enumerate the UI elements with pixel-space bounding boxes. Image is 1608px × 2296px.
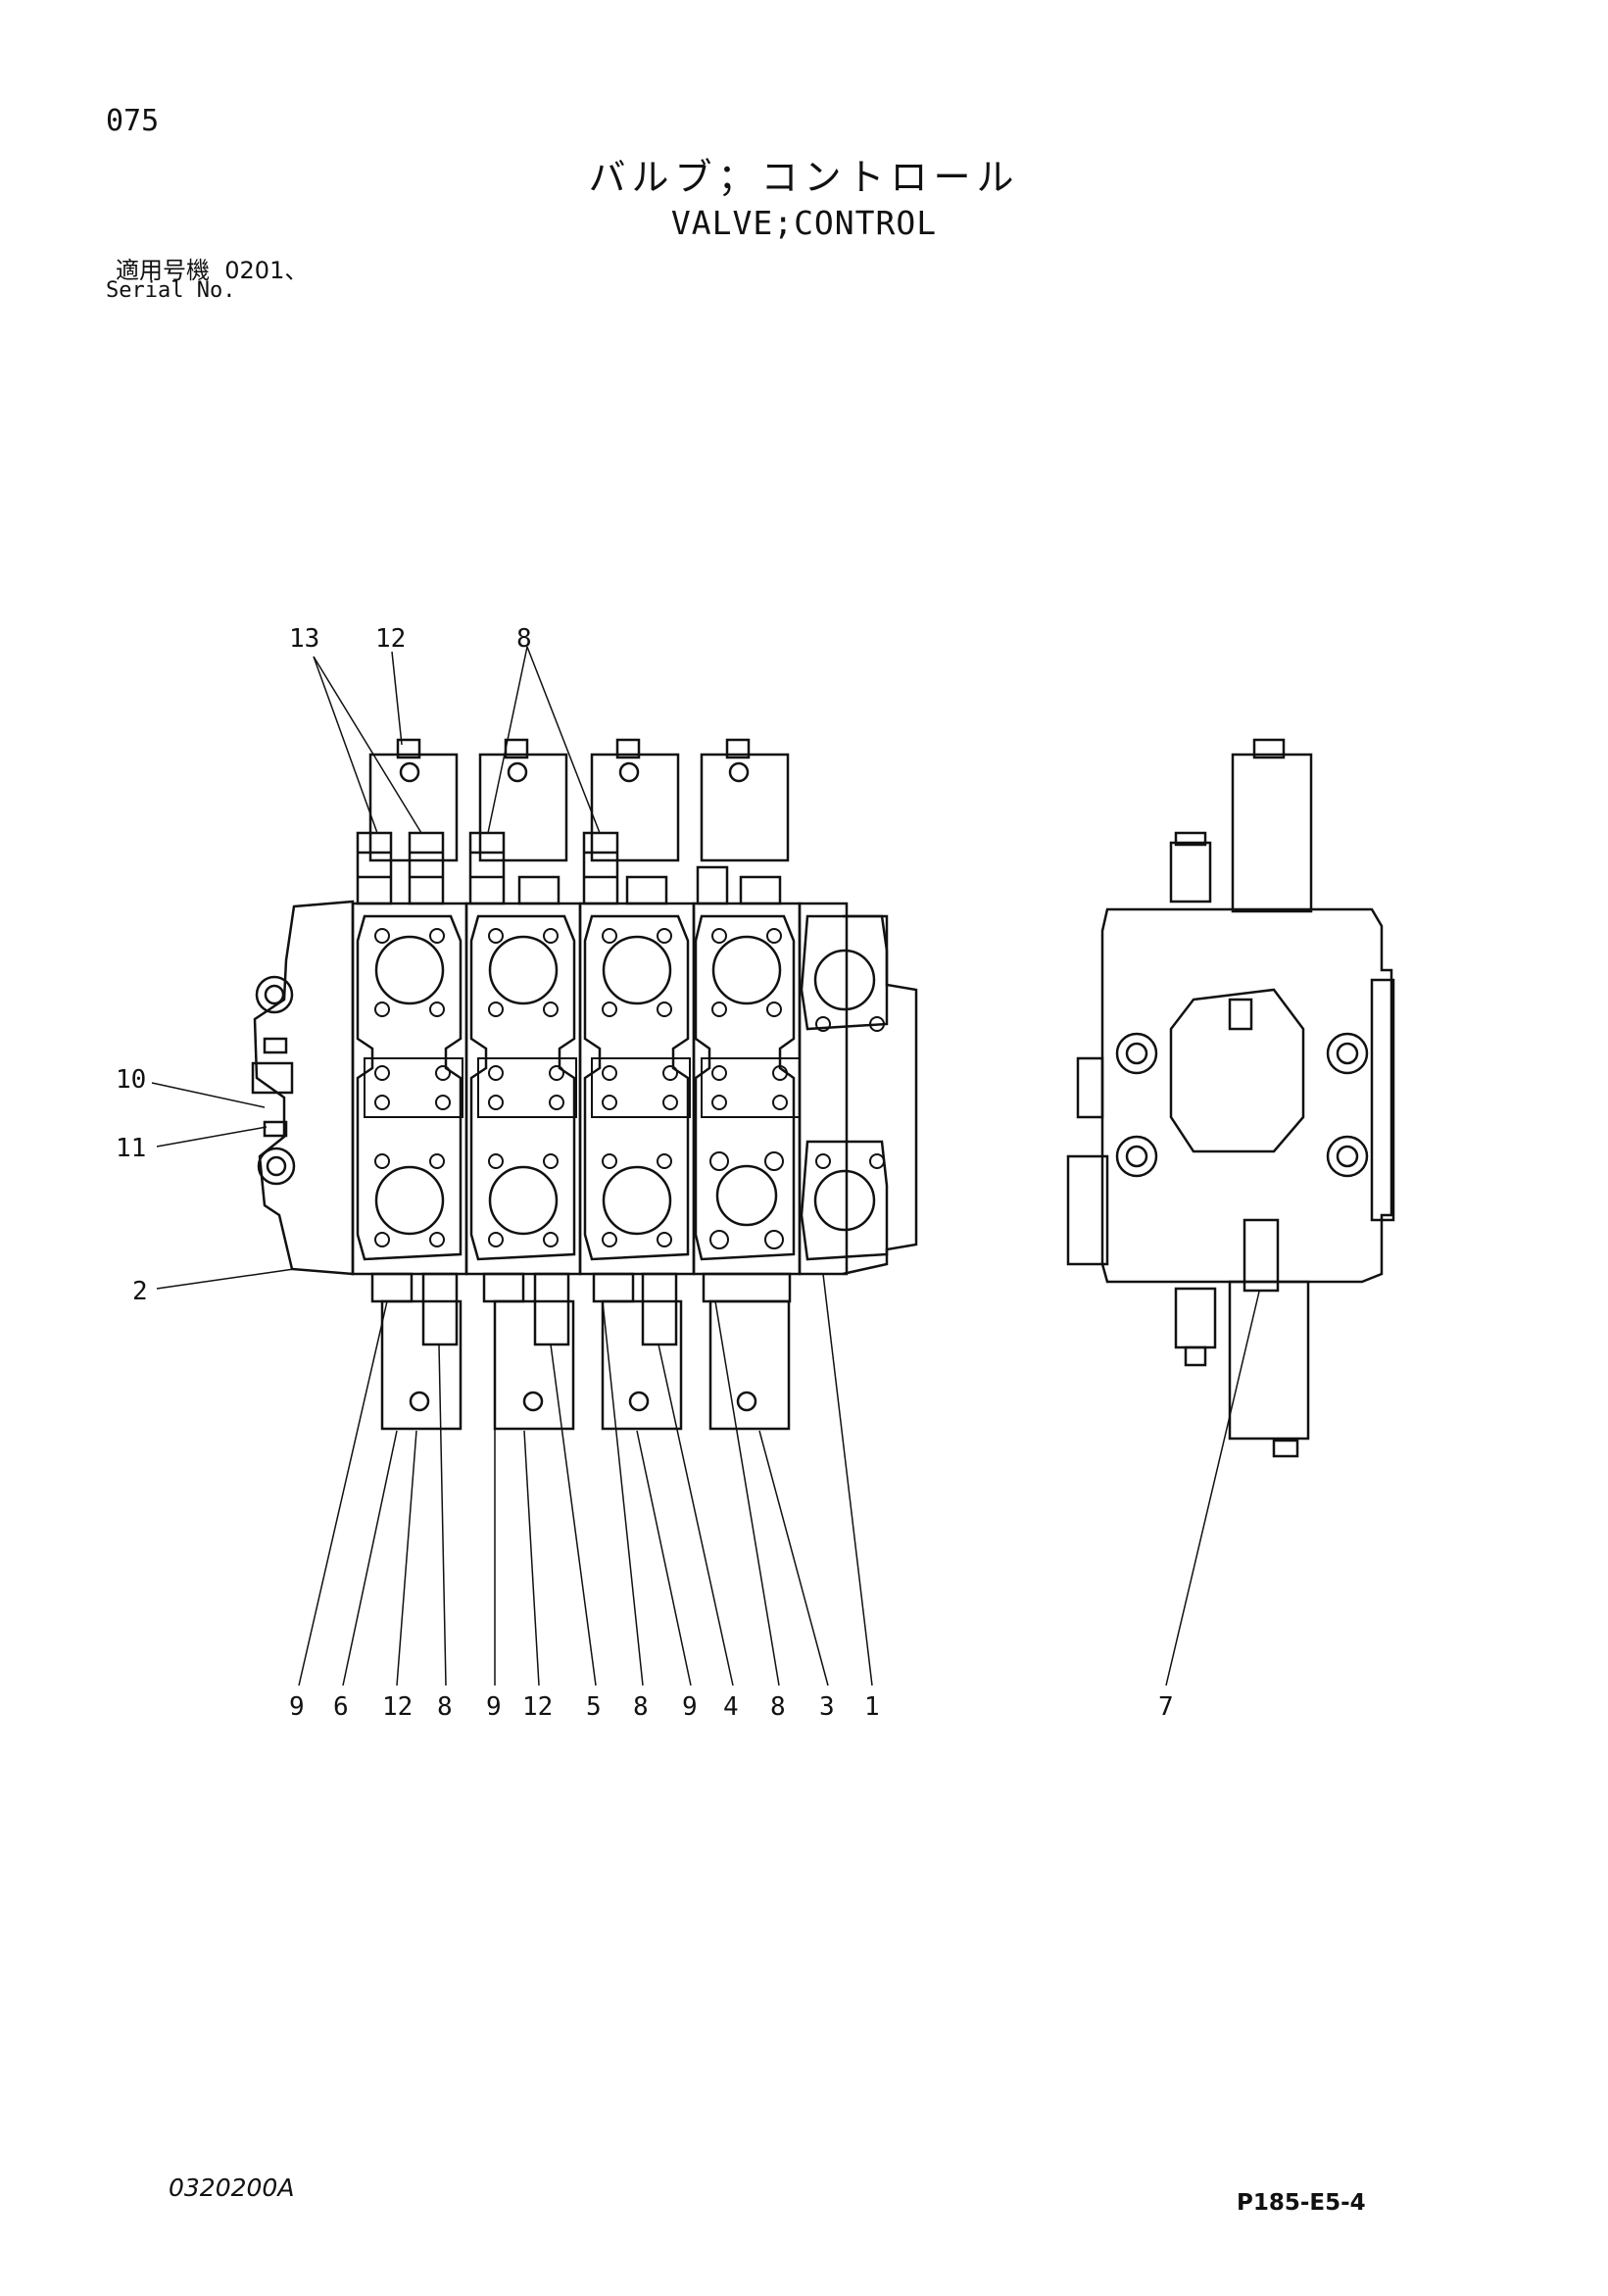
callout-bottom-2: 6: [333, 1692, 349, 1722]
callout-side-1: 7: [1158, 1692, 1174, 1722]
callout-numbers: 13 12 8 10 11 2 9 6 12 8 9 12 5 8 9 4 8 …: [116, 624, 1174, 1722]
callout-bottom-10: 4: [723, 1692, 739, 1722]
callout-bottom-8: 8: [633, 1692, 649, 1722]
page-title-japanese: バルブ；コントロール: [588, 156, 1020, 199]
callout-bottom-7: 5: [586, 1692, 602, 1722]
callout-bottom-4: 8: [437, 1692, 453, 1722]
sheet-code: P185-E5-4: [1237, 2190, 1366, 2216]
callout-bottom-9: 9: [682, 1692, 698, 1722]
callout-bottom-6: 12: [522, 1692, 553, 1722]
callout-top-2: 12: [375, 624, 406, 654]
callout-top-1: 13: [289, 624, 319, 654]
side-view: [1066, 738, 1395, 1458]
callout-bottom-1: 9: [289, 1692, 305, 1722]
serial-value: 0201、: [224, 257, 309, 284]
callout-bottom-3: 12: [382, 1692, 413, 1722]
callout-bottom-13: 1: [864, 1692, 880, 1722]
callout-left-2: 11: [116, 1134, 146, 1163]
leader-lines: [151, 646, 1260, 1686]
callout-left-1: 10: [116, 1065, 146, 1095]
callout-bottom-12: 3: [819, 1692, 835, 1722]
callout-bottom-5: 9: [486, 1692, 502, 1722]
drawing-number: 0320200A: [169, 2174, 295, 2202]
serial-label-japanese: 適用号機 0201、: [116, 251, 308, 285]
front-view: [251, 738, 918, 1431]
serial-label: Serial No.: [106, 278, 236, 303]
serial-label-jp-text: 適用号機: [116, 257, 210, 284]
page-title: VALVE;CONTROL: [670, 204, 938, 242]
callout-bottom-11: 8: [770, 1692, 786, 1722]
callout-top-3: 8: [516, 624, 532, 654]
page-number: 075: [106, 104, 160, 138]
callout-left-3: 2: [132, 1277, 148, 1306]
